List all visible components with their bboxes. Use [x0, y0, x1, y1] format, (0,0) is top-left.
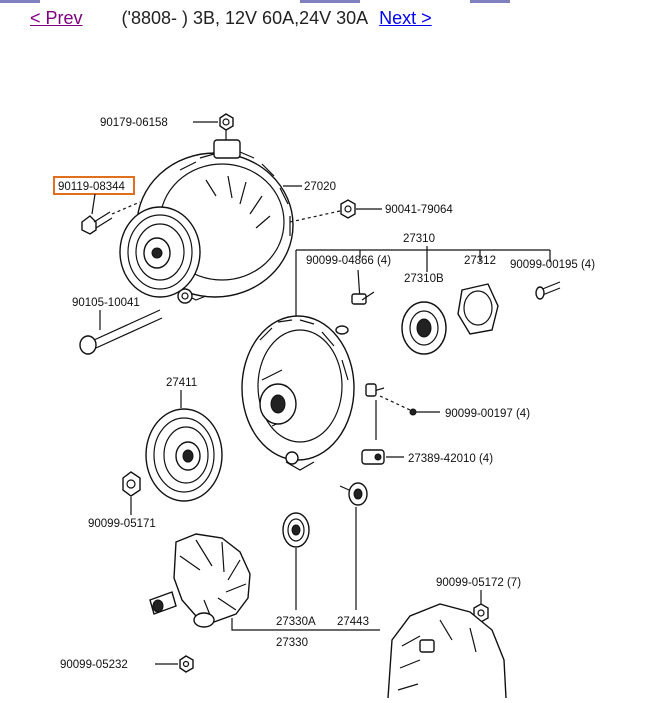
leader-line: [91, 193, 96, 215]
part-label-90105-10041[interactable]: 90105-10041: [72, 297, 140, 309]
part-label-27443[interactable]: 27443: [337, 616, 369, 628]
part-label-90099-05171[interactable]: 90099-05171: [88, 518, 156, 530]
top-border-segment: [300, 0, 360, 3]
prev-link[interactable]: < Prev: [30, 8, 83, 28]
top-border-segment: [0, 0, 40, 3]
alternator-assembly-part[interactable]: [119, 139, 294, 304]
parts-diagram-svg: 90179-06158 27020 90119-08344 90041-7906…: [53, 113, 595, 699]
nut-top-part[interactable]: [219, 113, 234, 142]
navigation-bar: < Prev ('8808- ) 3B, 12V 60A,24V 30A Nex…: [30, 6, 432, 30]
bearing-27310b-part[interactable]: [401, 301, 447, 355]
part-label-27020[interactable]: 27020: [304, 181, 336, 193]
nut-90099-05232-part[interactable]: [179, 655, 194, 673]
screw-head-icon: [409, 408, 417, 416]
top-border-segment: [470, 0, 510, 3]
top-border: [0, 0, 671, 4]
rear-housing-part[interactable]: [241, 315, 355, 471]
nut-90041-79064-part[interactable]: [340, 199, 356, 219]
stator-frame-part[interactable]: [387, 603, 507, 699]
terminal-part[interactable]: [361, 449, 385, 465]
part-label-90119-08344[interactable]: 90119-08344: [58, 181, 126, 193]
bolt-90119-08344-part[interactable]: [81, 201, 141, 235]
bearing-27330a-part[interactable]: [282, 512, 310, 548]
page-title: ('8808- ) 3B, 12V 60A,24V 30A: [121, 8, 369, 28]
next-link[interactable]: Next >: [379, 8, 432, 28]
leader-line: [231, 618, 380, 631]
screw-90099-00197-part[interactable]: [365, 383, 385, 397]
parts-diagram: 90179-06158 27020 90119-08344 90041-7906…: [0, 40, 671, 699]
part-label-90099-05172[interactable]: 90099-05172 (7): [436, 577, 521, 589]
part-highlight-box: [53, 176, 135, 195]
part-label-27411[interactable]: 27411: [166, 377, 197, 389]
pulley-27411-part[interactable]: [145, 408, 223, 502]
leader-line: [379, 395, 411, 411]
screw-90099-00195-part[interactable]: [535, 281, 561, 300]
part-label-27389-42010[interactable]: 27389-42010 (4): [408, 453, 493, 465]
part-label-27310[interactable]: 27310: [403, 233, 435, 245]
part-label-27330a[interactable]: 27330A: [276, 616, 316, 628]
part-label-90099-00195[interactable]: 90099-00195 (4): [510, 259, 595, 271]
long-bolt-part[interactable]: [79, 309, 163, 355]
nut-90099-05171-part[interactable]: [122, 471, 141, 497]
plate-27312-part[interactable]: [457, 283, 499, 335]
stud-bolt-part[interactable]: [335, 269, 375, 335]
part-label-27312[interactable]: 27312: [464, 255, 496, 267]
part-label-90099-05232[interactable]: 90099-05232: [60, 659, 128, 671]
part-label-90041-79064[interactable]: 90041-79064: [385, 204, 453, 216]
part-label-90099-00197[interactable]: 90099-00197 (4): [445, 408, 530, 420]
seal-ring-27443-part[interactable]: [339, 482, 368, 506]
part-label-90099-04866[interactable]: 90099-04866 (4): [306, 255, 391, 267]
part-label-27310b[interactable]: 27310B: [404, 273, 444, 285]
rotor-27330-part[interactable]: [149, 533, 251, 628]
part-label-27330[interactable]: 27330: [276, 637, 308, 649]
part-label-90179-06158[interactable]: 90179-06158: [100, 117, 168, 129]
leader-line: [289, 210, 341, 223]
